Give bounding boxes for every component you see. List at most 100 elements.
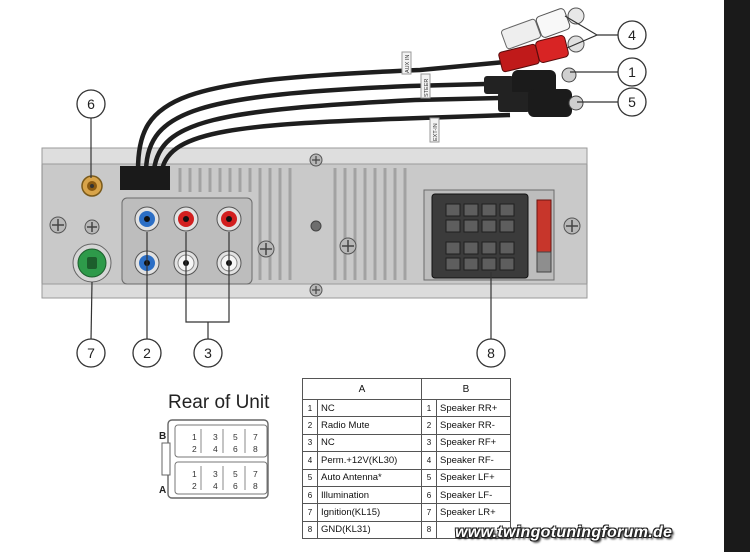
table-row: 3 NC 3 Speaker RF+ — [302, 433, 511, 453]
svg-text:6: 6 — [233, 481, 238, 491]
pin-a-function: NC — [317, 433, 422, 453]
callout-6: 6 — [76, 89, 106, 119]
pin-b-function — [436, 520, 511, 540]
svg-text:7: 7 — [253, 432, 258, 442]
table-row: 5 Auto Antenna* 5 Speaker LF+ — [302, 468, 511, 487]
table-row: 8 GND(KL31) 8 — [302, 520, 511, 540]
pin-b-function: Speaker RF+ — [436, 433, 511, 453]
pin-number: 7 — [421, 503, 437, 522]
svg-text:8: 8 — [253, 481, 258, 491]
screw-icon — [563, 217, 581, 235]
table-row: 4 Perm.+12V(KL30) 4 Speaker RF- — [302, 451, 511, 470]
row-label-b: B — [159, 431, 166, 442]
leader-lines — [90, 15, 618, 341]
iso-power-socket-icon — [72, 243, 112, 283]
svg-text:1: 1 — [628, 64, 636, 80]
pin-a-function: Radio Mute — [317, 416, 422, 435]
pin-a-function: NC — [317, 398, 422, 418]
svg-text:1: 1 — [192, 432, 197, 442]
table-row: 2 Radio Mute 2 Speaker RR- — [302, 416, 511, 435]
svg-text:2: 2 — [192, 481, 197, 491]
svg-text:5: 5 — [233, 432, 238, 442]
svg-text:2: 2 — [143, 345, 151, 361]
pin-number: 1 — [421, 398, 437, 418]
table-row: 6 Illumination 6 Speaker LF- — [302, 485, 511, 505]
callout-2: 2 — [132, 338, 162, 368]
pin-number: 5 — [421, 468, 437, 487]
pin-a-function: GND(KL31) — [317, 520, 422, 540]
right-edge-bar — [724, 0, 750, 552]
pin-number: 6 — [302, 485, 318, 505]
pin-a-function: Illumination — [317, 485, 422, 505]
table-header-row: A B — [302, 378, 511, 400]
screw-icon — [257, 240, 275, 258]
callout-8: 8 — [476, 338, 506, 368]
callout-1: 1 — [617, 57, 647, 87]
pin-b-function: Speaker LF+ — [436, 468, 511, 487]
svg-text:5: 5 — [233, 469, 238, 479]
pin-number: 7 — [302, 503, 318, 522]
cable-label-steer: STEER — [420, 73, 431, 99]
pin-number: 4 — [421, 451, 437, 470]
pin-b-function: Speaker RR+ — [436, 398, 511, 418]
rca-jack-red-icon — [173, 206, 199, 232]
svg-text:8: 8 — [487, 345, 495, 361]
column-a-header: A — [302, 378, 422, 400]
row-label-a: A — [159, 485, 166, 496]
watermark-text: www.twingotuningforum.de — [455, 524, 673, 541]
rca-jack-red-icon — [216, 206, 242, 232]
rca-jack-blue-icon — [134, 206, 160, 232]
screw-icon — [310, 220, 322, 232]
column-b-header: B — [421, 378, 511, 400]
audio-plug-icon — [498, 89, 584, 117]
svg-text:8: 8 — [253, 444, 258, 454]
callout-5: 5 — [617, 87, 647, 117]
svg-text:4: 4 — [213, 444, 218, 454]
screw-icon — [339, 237, 357, 255]
rear-connector-diagram: B A 1 3 5 7 2 4 6 8 1 3 5 7 2 4 6 8 — [159, 419, 269, 499]
callout-4: 4 — [617, 20, 647, 50]
pin-b-function: Speaker RR- — [436, 416, 511, 435]
svg-text:3: 3 — [213, 469, 218, 479]
table-row: 7 Ignition(KL15) 7 Speaker LR+ — [302, 503, 511, 522]
pin-number: 4 — [302, 451, 318, 470]
pin-number: 2 — [421, 416, 437, 435]
svg-text:STEER: STEER — [424, 79, 430, 97]
svg-text:4: 4 — [628, 27, 636, 43]
cable-bundle — [135, 59, 511, 171]
svg-text:3: 3 — [204, 345, 212, 361]
callout-3: 3 — [193, 338, 223, 368]
svg-text:AUX IN: AUX IN — [405, 55, 411, 73]
pin-a-function: Ignition(KL15) — [317, 503, 422, 522]
cable-label-ext-in: EXT-IN — [429, 117, 440, 143]
pin-a-function: Perm.+12V(KL30) — [317, 451, 422, 470]
pin-assignment-table: A B 1 NC 1 Speaker RR+ 2 Radio Mute 2 Sp… — [302, 378, 511, 540]
pin-number: 8 — [421, 520, 437, 540]
screw-icon — [309, 283, 323, 297]
pin-number: 8 — [302, 520, 318, 540]
screw-icon — [309, 153, 323, 167]
pin-number: 1 — [302, 398, 318, 418]
svg-text:1: 1 — [192, 469, 197, 479]
pin-b-function: Speaker RF- — [436, 451, 511, 470]
callout-7: 7 — [76, 338, 106, 368]
svg-text:7: 7 — [87, 345, 95, 361]
cable-label-aux-in: AUX IN — [401, 51, 412, 75]
pin-number: 5 — [302, 468, 318, 487]
pin-number: 6 — [421, 485, 437, 505]
pin-number: 2 — [302, 416, 318, 435]
svg-text:EXT-IN: EXT-IN — [433, 123, 439, 141]
cable-grommet — [120, 166, 170, 190]
svg-text:6: 6 — [233, 444, 238, 454]
screw-icon — [49, 216, 67, 234]
pin-b-function: Speaker LF- — [436, 485, 511, 505]
svg-text:3: 3 — [213, 432, 218, 442]
pin-number: 3 — [302, 433, 318, 453]
svg-text:4: 4 — [213, 481, 218, 491]
pin-a-function: Auto Antenna* — [317, 468, 422, 487]
table-row: 1 NC 1 Speaker RR+ — [302, 398, 511, 418]
rear-of-unit-title: Rear of Unit — [168, 392, 270, 413]
pin-number: 3 — [421, 433, 437, 453]
svg-text:5: 5 — [628, 94, 636, 110]
